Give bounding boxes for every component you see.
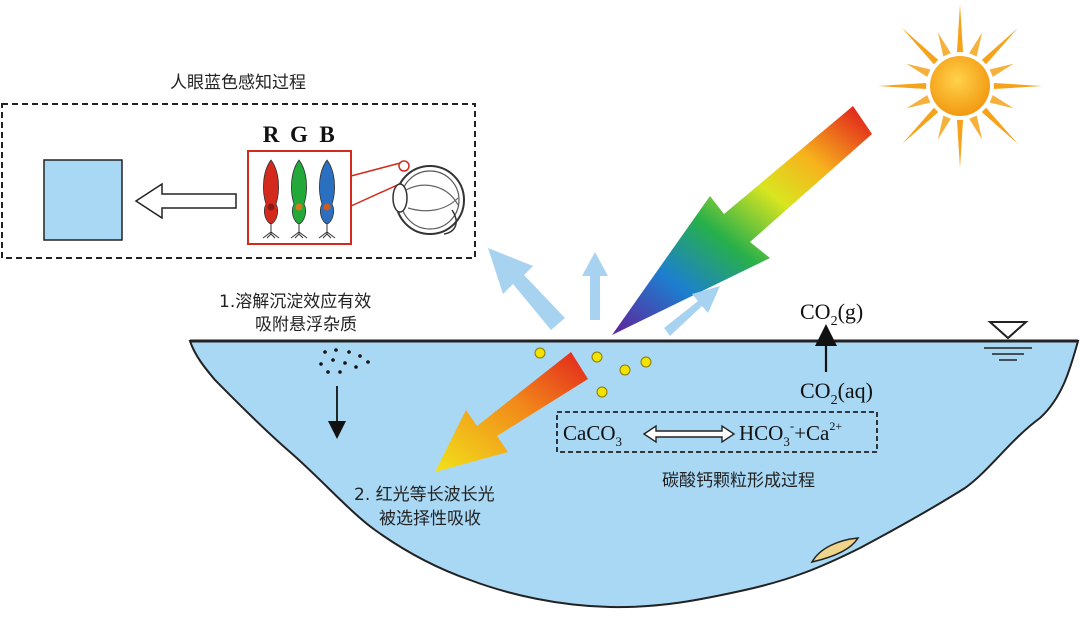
incident-light-arrow bbox=[612, 106, 872, 335]
scattered-blue-arrow-up bbox=[582, 252, 608, 320]
co2-aq-label: CO2(aq) bbox=[800, 378, 873, 408]
caco3-label: CaCO3 bbox=[563, 421, 622, 449]
rgb-letter-r: R bbox=[263, 122, 280, 147]
cone-cells bbox=[262, 159, 336, 239]
effect2-line2: 被选择性吸收 bbox=[379, 509, 481, 529]
perception-title: 人眼蓝色感知过程 bbox=[170, 73, 306, 93]
scattered-blue-arrow-left bbox=[488, 248, 565, 330]
effect1-line2: 吸附悬浮杂质 bbox=[255, 315, 357, 335]
effect1-line1: 1.溶解沉淀效应有效 bbox=[219, 292, 371, 312]
rgb-letter-b: B bbox=[319, 122, 334, 147]
absorbed-red-light-arrow bbox=[435, 352, 588, 472]
zoom-line-top bbox=[350, 161, 405, 177]
cone-cell-g bbox=[291, 159, 307, 225]
water-level-icon bbox=[984, 321, 1032, 361]
equilibrium-double-arrow bbox=[642, 424, 736, 444]
cone-cell-r bbox=[263, 159, 279, 225]
hollow-arrow-left bbox=[134, 182, 237, 220]
equilibrium-box bbox=[556, 411, 878, 453]
sediment-deposit bbox=[810, 537, 860, 564]
eye-icon bbox=[392, 160, 465, 235]
water-body bbox=[188, 340, 1080, 609]
sun-icon bbox=[878, 4, 1042, 168]
hco3-ca-label: HCO3-+Ca2+ bbox=[739, 418, 842, 449]
equilibrium-caption: 碳酸钙颗粒形成过程 bbox=[662, 471, 815, 491]
effect2-line1: 2. 红光等长波长光 bbox=[354, 485, 495, 505]
rgb-letter-g: G bbox=[290, 122, 308, 147]
suspended-impurities bbox=[319, 348, 370, 374]
calcium-carbonate-particles bbox=[534, 347, 652, 398]
co2-gas-label: CO2(g) bbox=[800, 299, 863, 329]
scattered-blue-arrow-right bbox=[664, 286, 720, 336]
perceived-blue-square bbox=[43, 159, 123, 241]
zoom-line-bottom bbox=[350, 181, 405, 207]
cone-cell-b bbox=[319, 159, 335, 225]
